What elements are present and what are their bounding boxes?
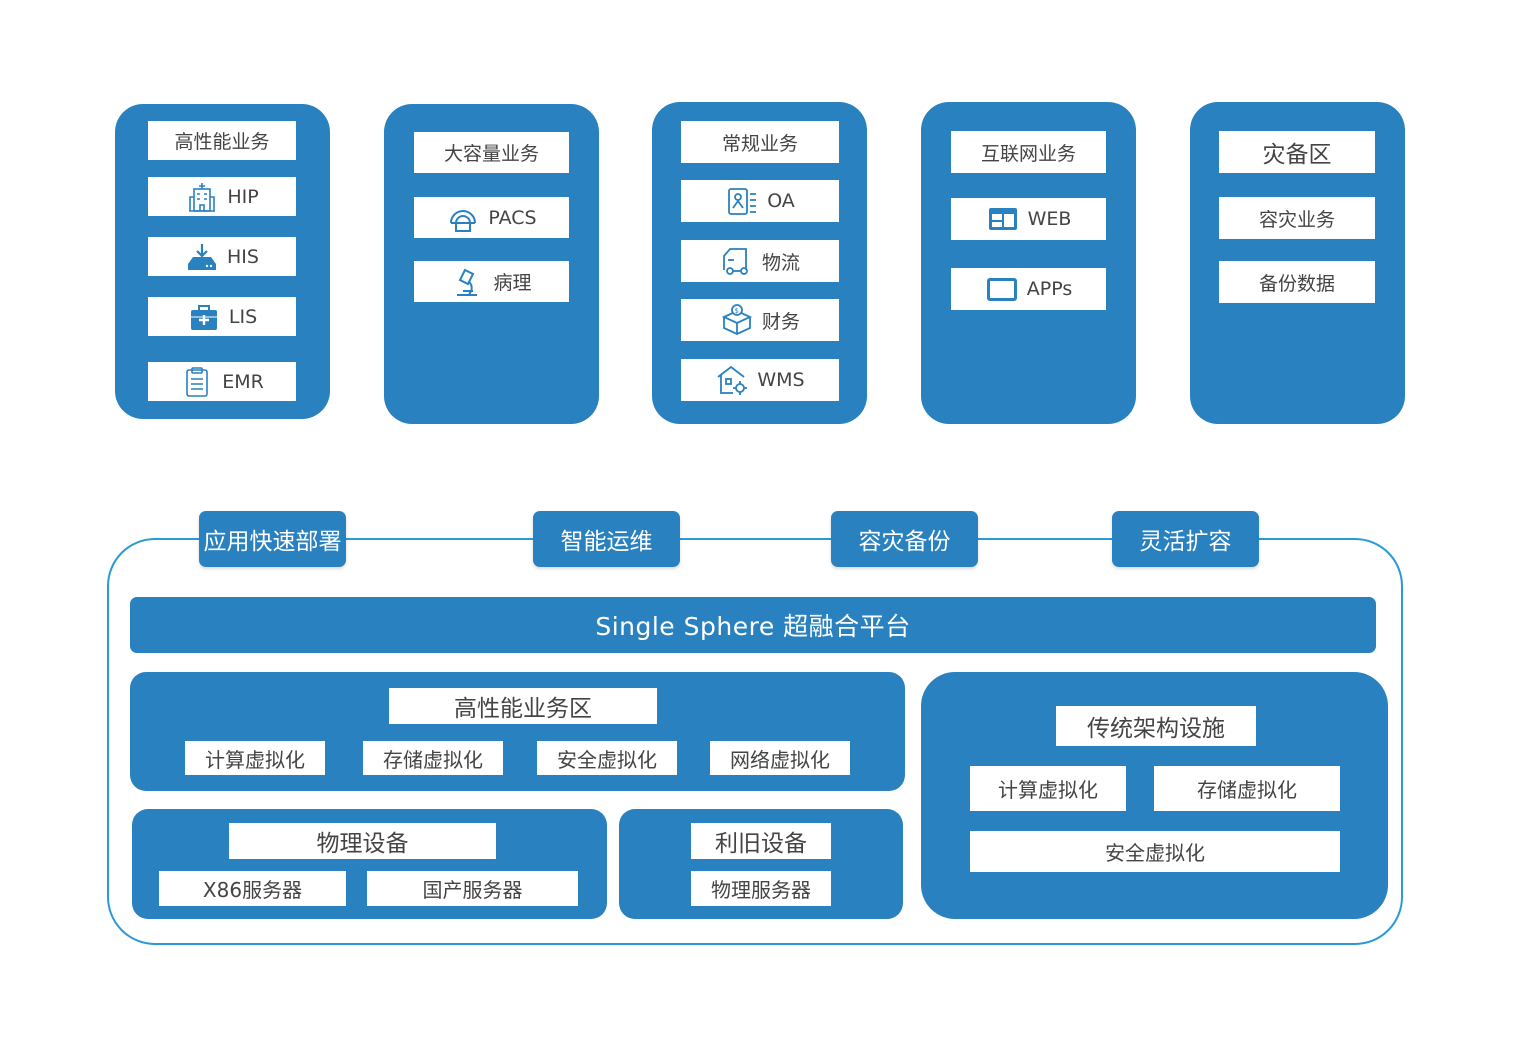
hospital-building-icon [185,180,219,214]
download-tray-icon [185,240,219,274]
physical-item-x86: X86服务器 [159,871,346,906]
hp-zone-item-compute: 计算虚拟化 [185,741,325,775]
item-label: 财务 [761,310,800,333]
item-wms[interactable]: WMS [681,359,839,401]
item-oa[interactable]: OA [681,180,839,222]
item-dr-business[interactable]: 容灾业务 [1219,197,1375,239]
legacy-zone: 利旧设备 物理服务器 [619,809,903,919]
hp-zone-item-network: 网络虚拟化 [710,741,850,775]
item-apps[interactable]: APPs [951,268,1106,310]
tag-flexible-scale: 灵活扩容 [1112,511,1259,567]
id-card-icon [725,184,759,218]
group-card-disaster-recovery: 灾备区 容灾业务 备份数据 [1190,102,1405,424]
item-backup-data[interactable]: 备份数据 [1219,261,1375,303]
tag-dr-backup: 容灾备份 [831,511,978,567]
group-title-regular: 常规业务 [681,121,839,163]
item-label: EMR [222,370,264,393]
traditional-item-compute: 计算虚拟化 [970,766,1126,811]
platform-bar: Single Sphere 超融合平台 [130,597,1376,653]
tag-smart-ops: 智能运维 [533,511,680,567]
medical-kit-icon [187,300,221,334]
legacy-item-physical-server: 物理服务器 [691,871,831,906]
hp-zone-item-security: 安全虚拟化 [537,741,677,775]
group-card-large-capacity: 大容量业务 PACS 病理 [384,104,599,424]
item-label: WEB [1027,208,1072,230]
item-label: 病理 [493,272,532,294]
group-title-disaster-recovery: 灾备区 [1219,131,1375,173]
item-label: HIP [227,185,259,208]
traditional-item-security: 安全虚拟化 [970,831,1340,872]
item-pathology[interactable]: 病理 [414,261,569,302]
item-hip[interactable]: HIP [148,177,296,216]
platform-outline [107,538,1403,945]
item-label: 物流 [761,251,800,274]
item-pacs[interactable]: PACS [414,197,569,238]
item-web[interactable]: WEB [951,198,1106,240]
clipboard-icon [180,365,214,399]
tag-fast-deploy: 应用快速部署 [199,511,346,567]
group-title-high-performance: 高性能业务 [148,121,296,160]
item-label: LIS [228,305,258,328]
item-label: PACS [488,206,537,229]
item-label: APPs [1026,278,1073,300]
hp-zone: 高性能业务区 计算虚拟化 存储虚拟化 安全虚拟化 网络虚拟化 [130,672,905,791]
hp-zone-item-storage: 存储虚拟化 [363,741,503,775]
item-label: WMS [757,369,805,391]
hp-zone-title: 高性能业务区 [389,688,657,724]
item-label: HIS [227,245,259,268]
group-title-internet: 互联网业务 [951,131,1106,173]
item-lis[interactable]: LIS [148,297,296,336]
item-label: OA [767,190,795,212]
physical-zone-title: 物理设备 [229,823,496,859]
item-finance[interactable]: $ 财务 [681,299,839,341]
legacy-zone-title: 利旧设备 [691,823,831,859]
group-card-regular: 常规业务 OA 物流 $ 财务 WMS [652,102,867,424]
group-card-high-performance: 高性能业务 HIP HIS LIS EMR [115,104,330,419]
svg-text:$: $ [734,307,738,315]
warehouse-gear-icon [715,363,749,397]
tablet-icon [985,272,1019,306]
item-logistics[interactable]: 物流 [681,240,839,282]
truck-icon [720,244,754,278]
group-card-internet: 互联网业务 WEB APPs [921,102,1136,424]
traditional-zone-title: 传统架构设施 [1056,706,1256,746]
traditional-item-storage: 存储虚拟化 [1154,766,1340,811]
group-title-large-capacity: 大容量业务 [414,132,569,173]
microscope-icon [451,265,485,299]
physical-zone: 物理设备 X86服务器 国产服务器 [132,809,607,919]
physical-item-domestic: 国产服务器 [367,871,578,906]
traditional-zone: 传统架构设施 计算虚拟化 存储虚拟化 安全虚拟化 [921,672,1388,919]
item-his[interactable]: HIS [148,237,296,276]
ct-scanner-icon [446,201,480,235]
item-emr[interactable]: EMR [148,362,296,401]
money-box-icon: $ [720,303,754,337]
webpage-icon [986,202,1020,236]
